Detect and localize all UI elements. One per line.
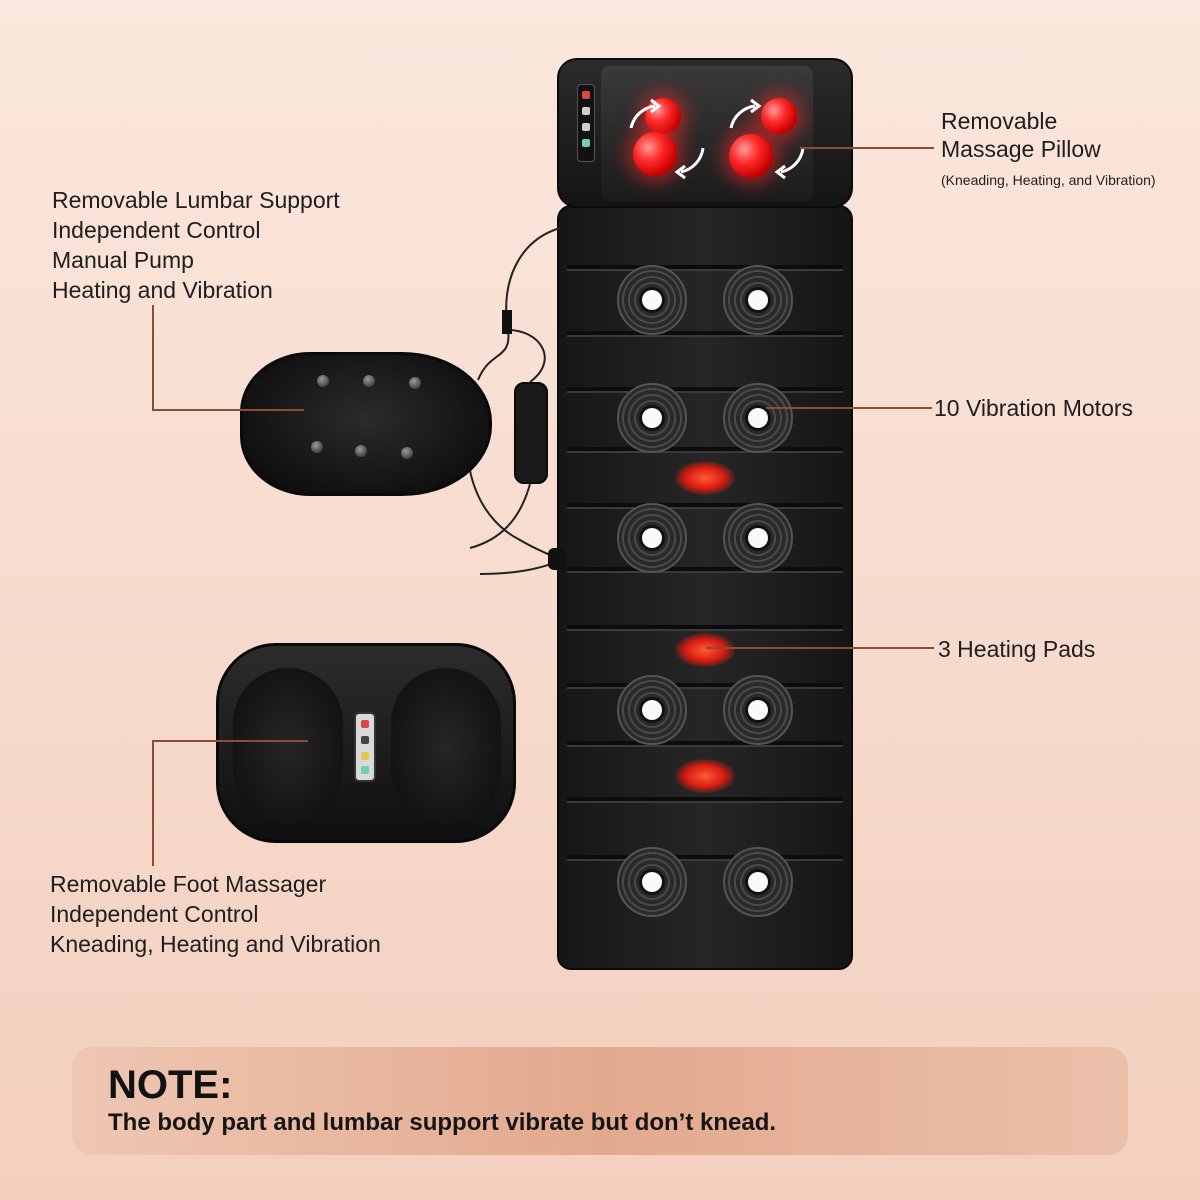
vibration-motor-icon [723, 847, 793, 917]
foot-massager [216, 643, 516, 843]
mat-seam [567, 503, 843, 507]
vibration-motor-icon [617, 265, 687, 335]
leader-line [152, 740, 308, 742]
massage-node [401, 447, 413, 459]
mat-seam [567, 331, 843, 335]
kneading-ball-icon [645, 98, 681, 134]
leader-line [152, 305, 154, 410]
pillow-label-sub: (Kneading, Heating, and Vibration) [941, 172, 1156, 188]
pillow-controller [577, 84, 595, 162]
pillow-label-line1: Removable [941, 108, 1058, 134]
foot-well [233, 668, 343, 824]
control-button-icon [582, 123, 590, 131]
manual-pump [514, 382, 548, 484]
mat-seam [567, 447, 843, 451]
mat-seam [567, 567, 843, 571]
mat-seam [567, 683, 843, 687]
mat-seam [567, 741, 843, 745]
control-button-icon [582, 107, 590, 115]
kneading-ball-icon [729, 134, 773, 178]
foot-well [391, 668, 501, 824]
pillow-label-line2: Massage Pillow [941, 136, 1101, 162]
vibration-motor-icon [723, 265, 793, 335]
lumbar-support [240, 352, 492, 496]
rotation-arrow-icon [629, 98, 705, 180]
leader-line [706, 647, 934, 649]
rotation-arrow-icon [729, 98, 805, 180]
motors-label: 10 Vibration Motors [934, 395, 1134, 421]
kneading-ball-icon [761, 98, 797, 134]
massage-node [363, 375, 375, 387]
vibration-motor-icon [617, 503, 687, 573]
control-button-icon [361, 766, 369, 774]
lumbar-label-line3: Manual Pump [52, 247, 194, 273]
foot-label-line3: Kneading, Heating and Vibration [50, 931, 381, 957]
control-button-icon [582, 139, 590, 147]
mat-seam [567, 625, 843, 629]
massage-node [311, 441, 323, 453]
massage-node [409, 377, 421, 389]
vibration-motor-icon [617, 675, 687, 745]
vibration-motor-icon [617, 847, 687, 917]
foot-controller [354, 712, 376, 782]
mat-seam [567, 855, 843, 859]
leader-line [152, 409, 304, 411]
control-button-icon [361, 752, 369, 760]
leader-line [800, 147, 934, 149]
note-text: The body part and lumbar support vibrate… [108, 1109, 777, 1136]
power-button-icon [361, 720, 369, 728]
massage-mat-body [557, 205, 853, 970]
massage-pillow [557, 58, 853, 208]
lumbar-label-line1: Removable Lumbar Support [52, 187, 340, 213]
heating-pad-icon [675, 759, 735, 793]
pillow-panel [601, 66, 813, 202]
vibration-motor-icon [617, 383, 687, 453]
vibration-motor-icon [723, 503, 793, 573]
lumbar-label-line4: Heating and Vibration [52, 277, 273, 303]
power-button-icon [582, 91, 590, 99]
leader-line [766, 407, 932, 409]
heating-pad-icon [675, 633, 735, 667]
control-button-icon [361, 736, 369, 744]
massage-node [317, 375, 329, 387]
foot-label-line2: Independent Control [50, 901, 259, 927]
mat-seam [567, 797, 843, 801]
massage-node [355, 445, 367, 457]
note-band: NOTE: The body part and lumbar support v… [72, 1047, 1128, 1155]
kneading-ball-icon [633, 132, 677, 176]
vibration-motor-icon [723, 675, 793, 745]
heating-pad-icon [675, 461, 735, 495]
mat-seam [567, 265, 843, 269]
foot-label-line1: Removable Foot Massager [50, 871, 327, 897]
lumbar-label-line2: Independent Control [52, 217, 261, 243]
leader-line [152, 740, 154, 866]
note-title: NOTE: [108, 1063, 233, 1107]
heating-label: 3 Heating Pads [938, 636, 1096, 662]
vibration-motor-icon [723, 383, 793, 453]
mat-seam [567, 387, 843, 391]
